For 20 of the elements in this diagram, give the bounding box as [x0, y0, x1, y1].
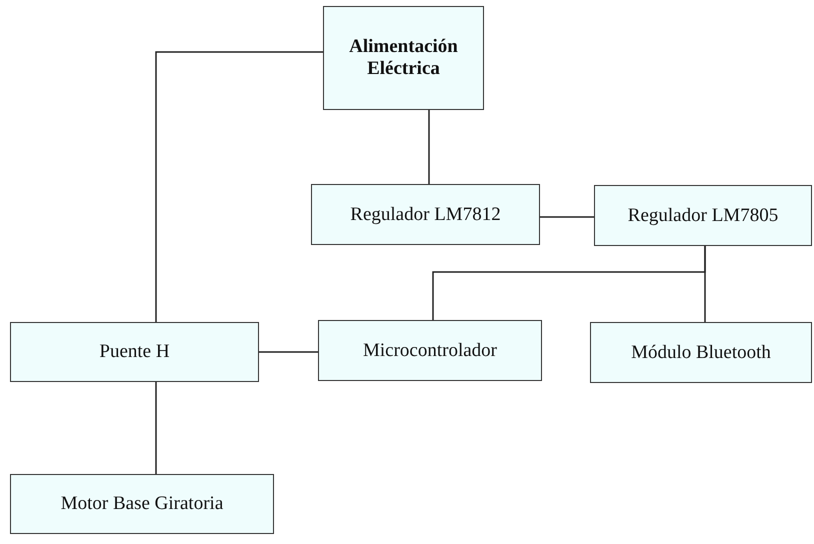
box-label: Regulador LM7812 — [350, 204, 501, 226]
process-box — [10, 474, 274, 534]
process-box — [318, 320, 542, 381]
process-box — [323, 6, 484, 110]
connector-line — [540, 216, 594, 218]
box-label: Módulo Bluetooth — [631, 342, 771, 364]
process-box — [10, 322, 259, 382]
box-label: Puente H — [99, 341, 170, 363]
process-box — [311, 184, 540, 245]
box-label: Microcontrolador — [362, 340, 497, 362]
box-label: Regulador LM7805 — [628, 204, 778, 226]
box-label: Alimentación Eléctrica — [348, 36, 459, 80]
connector-line — [155, 382, 157, 474]
connector-line — [704, 246, 706, 322]
connector-line — [428, 110, 430, 184]
box-label: Motor Base Giratoria — [60, 493, 224, 515]
connector-line — [259, 351, 318, 353]
connector-line — [155, 51, 323, 322]
process-box — [594, 185, 812, 246]
process-box — [590, 322, 812, 383]
